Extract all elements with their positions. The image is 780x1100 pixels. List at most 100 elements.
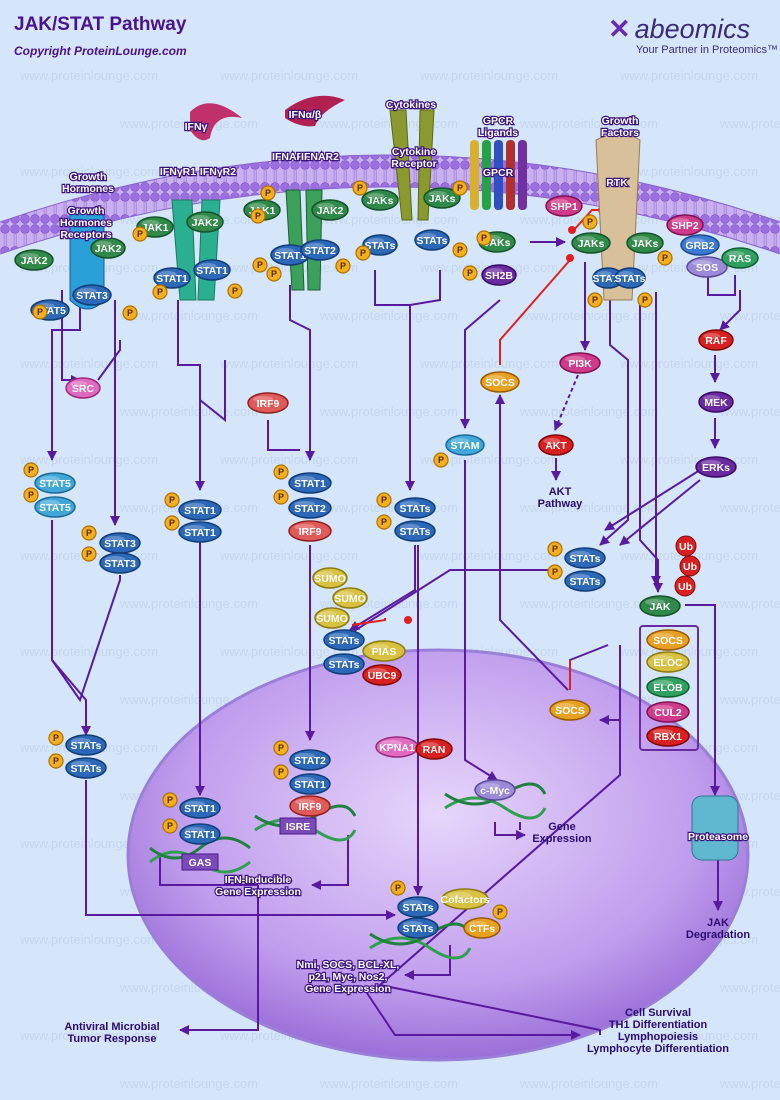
socs-label: SOCS	[555, 705, 585, 717]
stat1-node: STAT1	[178, 499, 222, 521]
isre-label: ISRE	[286, 821, 311, 833]
phospho-label: P	[53, 756, 59, 766]
phospho-label: P	[137, 229, 143, 239]
shp2-node: SHP2	[666, 214, 704, 236]
stat1-label: STAT1	[156, 273, 188, 285]
ifnar2-label: IFNAR2	[301, 151, 339, 163]
ubc9-node: UBC9	[362, 664, 402, 686]
phospho-badge: P	[547, 541, 563, 557]
phospho-badge: P	[32, 304, 48, 320]
src-node: SRC	[65, 377, 101, 399]
stat2-label: STAT2	[304, 245, 336, 257]
phospho-badge: P	[452, 180, 468, 196]
stat5-node: STAT5	[34, 472, 76, 494]
akt-node: AKT	[538, 434, 574, 456]
jak-label: JAK	[649, 601, 670, 613]
stat1-label: STAT1	[184, 829, 216, 841]
ub-label: Ub	[683, 561, 697, 573]
phospho-badge: P	[162, 818, 178, 834]
sumo-node: SUMO	[314, 607, 350, 629]
pi3k-node: PI3K	[559, 352, 601, 374]
sumo-node: SUMO	[312, 567, 348, 589]
watermark-text: www.proteinlounge.com	[719, 980, 780, 995]
phospho-badge: P	[23, 487, 39, 503]
phospho-badge: P	[48, 730, 64, 746]
ctfs-label: CTFs	[469, 923, 495, 935]
raf-label: RAF	[705, 335, 727, 347]
phospho-label: P	[457, 183, 463, 193]
stat1-node: STAT1	[289, 773, 331, 795]
phospho-badge: P	[582, 214, 598, 230]
stat1-node: STAT1	[178, 521, 222, 543]
phospho-label: P	[642, 295, 648, 305]
erks-node: ERKs	[695, 456, 737, 478]
phospho-label: P	[86, 549, 92, 559]
phospho-badge: P	[376, 492, 392, 508]
watermark-text: www.proteinlounge.com	[619, 68, 758, 83]
phospho-label: P	[381, 517, 387, 527]
stats-node: STATs	[323, 653, 365, 675]
watermark-text: www.proteinlounge.com	[119, 596, 258, 611]
stam-node: STAM	[445, 434, 485, 456]
src-label: SRC	[72, 383, 95, 395]
phospho-label: P	[28, 465, 34, 475]
phospho-badge: P	[547, 564, 563, 580]
ifn-ab-label: IFNα/β	[289, 109, 322, 121]
ifn-gamma-label: IFNγ	[185, 121, 208, 133]
kpna1-label: KPNA1	[379, 742, 415, 754]
phospho-label: P	[381, 495, 387, 505]
cytokines-label: Cytokines	[386, 99, 436, 111]
cofactors-node: Cofactors	[440, 888, 490, 910]
phospho-badge: P	[462, 265, 478, 281]
isre-element: ISRE	[279, 817, 317, 835]
stat1-node: STAT1	[193, 259, 231, 281]
phospho-badge: P	[266, 266, 282, 282]
watermark-text: www.proteinlounge.com	[719, 500, 780, 515]
erks-label: ERKs	[702, 462, 730, 474]
socs-complex-frame	[639, 625, 699, 751]
phospho-label: P	[340, 261, 346, 271]
ifngr1-label: IFNγR1	[160, 166, 196, 178]
jaks-label: JAKs	[429, 193, 456, 205]
stat1-node: STAT1	[270, 244, 310, 266]
phospho-label: P	[481, 233, 487, 243]
stats-node: STATs	[614, 267, 646, 289]
sumo-label: SUMO	[314, 573, 346, 585]
phospho-label: P	[587, 217, 593, 227]
jak-node: JAK	[639, 595, 681, 617]
stats-node: STATs	[414, 229, 450, 251]
socs-label: SOCS	[653, 635, 683, 647]
node-layer: JAK2JAK2STAT5STAT3JAK1JAK2STAT1STAT1JAK1…	[14, 180, 759, 939]
stats-node: STATs	[362, 234, 398, 256]
phospho-badge: P	[352, 180, 368, 196]
ub-label: Ub	[679, 541, 693, 553]
socs-node: SOCS	[549, 699, 591, 721]
jaks-label: JAKs	[632, 238, 659, 250]
watermark-text: www.proteinlounge.com	[19, 452, 158, 467]
stats-label: STATs	[570, 576, 601, 588]
phospho-label: P	[127, 308, 133, 318]
phospho-label: P	[257, 260, 263, 270]
phospho-badge: P	[227, 283, 243, 299]
stats-label: STATs	[403, 923, 434, 935]
phospho-badge: P	[132, 226, 148, 242]
kpna1-node: KPNA1	[375, 736, 419, 758]
rbx1-label: RBX1	[654, 731, 682, 743]
stat1-label: STAT1	[184, 803, 216, 815]
stat3-node: STAT3	[99, 552, 141, 574]
ubc9-label: UBC9	[368, 670, 397, 682]
watermark-text: www.proteinlounge.com	[219, 452, 358, 467]
mek-node: MEK	[698, 391, 734, 413]
stats-label: STATs	[329, 635, 360, 647]
watermark-text: www.proteinlounge.com	[419, 548, 558, 563]
phospho-label: P	[552, 544, 558, 554]
watermark-text: www.proteinlounge.com	[619, 356, 758, 371]
